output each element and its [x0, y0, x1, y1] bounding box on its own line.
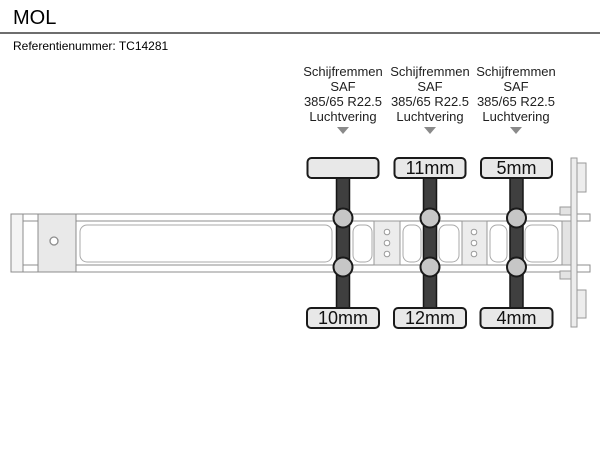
arrow-down-icon: [510, 127, 522, 134]
axle-3: 5mm 4mm: [479, 157, 554, 329]
wheel-hub: [332, 207, 354, 229]
wheel-hub: [419, 207, 441, 229]
brake-pad-bottom: [306, 307, 380, 329]
tyre-size-label: 385/65 R22.5: [476, 94, 556, 109]
suspension-label: Luchtvering: [309, 109, 377, 124]
front-edge-strip: [10, 213, 24, 273]
tyre-size-label: 385/65 R22.5: [303, 94, 383, 109]
axle-spec-column-3: Schijfremmen SAF 385/65 R22.5 Luchtverin…: [468, 64, 564, 134]
frame-opening: [489, 224, 508, 263]
bottom-rail: [10, 264, 591, 273]
brake-type-label: Schijfremmen: [303, 64, 383, 79]
frame-opening: [79, 224, 333, 263]
pad-measurement-bottom: 10mm: [318, 308, 368, 328]
axle-2: 11mm 12mm: [393, 157, 467, 329]
brake-pad-bottom: [479, 307, 554, 329]
rear-bracket-tab: [559, 206, 573, 216]
bolt-hole: [383, 239, 391, 247]
axle-bar: [335, 175, 351, 311]
axle-bar: [422, 175, 438, 311]
pad-measurement-bottom: 4mm: [497, 308, 537, 328]
brake-pad-top: [393, 157, 467, 179]
arrow-down-icon: [424, 127, 436, 134]
rear-end: [559, 157, 587, 328]
wheel-hub: [506, 207, 527, 229]
wheel-hub: [419, 256, 441, 278]
bolt-hole: [383, 228, 391, 236]
bolt-hole: [470, 239, 478, 247]
bolt-hole: [383, 250, 391, 258]
axle-brand-label: SAF: [417, 79, 443, 94]
bolt-hole: [470, 250, 478, 258]
rear-lamp-bracket-top: [576, 162, 587, 193]
rear-panel: [570, 157, 578, 328]
bolt-hole: [470, 228, 478, 236]
brake-pad-top: [480, 157, 553, 179]
axle-bar: [509, 175, 524, 311]
pad-measurement-top: 5mm: [497, 158, 537, 178]
pad-measurement-top: 11mm: [406, 158, 455, 178]
frame-openings: [79, 224, 559, 263]
brake-pad-bottom: [393, 307, 467, 329]
tyre-size-label: 385/65 R22.5: [390, 94, 470, 109]
frame-opening: [402, 224, 422, 263]
suspension-label: Luchtvering: [396, 109, 464, 124]
pad-measurement-bottom: 12mm: [405, 308, 455, 328]
wheel-hub: [332, 256, 354, 278]
rear-lamp-bracket-bottom: [576, 289, 587, 319]
brake-type-label: Schijfremmen: [390, 64, 470, 79]
axle-brand-label: SAF: [503, 79, 529, 94]
reference-number: Referentienummer: TC14281: [13, 39, 169, 53]
front-end: [10, 213, 77, 273]
axle-spec-column-2: Schijfremmen SAF 385/65 R22.5 Luchtverin…: [382, 64, 478, 134]
header-divider: [0, 32, 600, 34]
axle-1: 10mm: [306, 157, 380, 329]
axle-spec-column-1: Schijfremmen SAF 385/65 R22.5 Luchtverin…: [295, 64, 391, 134]
frame-opening: [524, 224, 559, 263]
brake-type-label: Schijfremmen: [476, 64, 556, 79]
wheel-hub: [506, 256, 527, 278]
kingpin-hole: [49, 236, 59, 246]
web-plate-2: [461, 220, 488, 266]
frame-opening: [438, 224, 460, 263]
brake-pad-top: [306, 157, 380, 179]
frame-opening: [352, 224, 373, 263]
suspension-label: Luchtvering: [482, 109, 550, 124]
web-plate-1: [373, 220, 401, 266]
axle-brand-label: SAF: [330, 79, 356, 94]
page-title: MOL: [13, 7, 57, 29]
arrow-down-icon: [337, 127, 349, 134]
top-rail: [10, 213, 591, 222]
